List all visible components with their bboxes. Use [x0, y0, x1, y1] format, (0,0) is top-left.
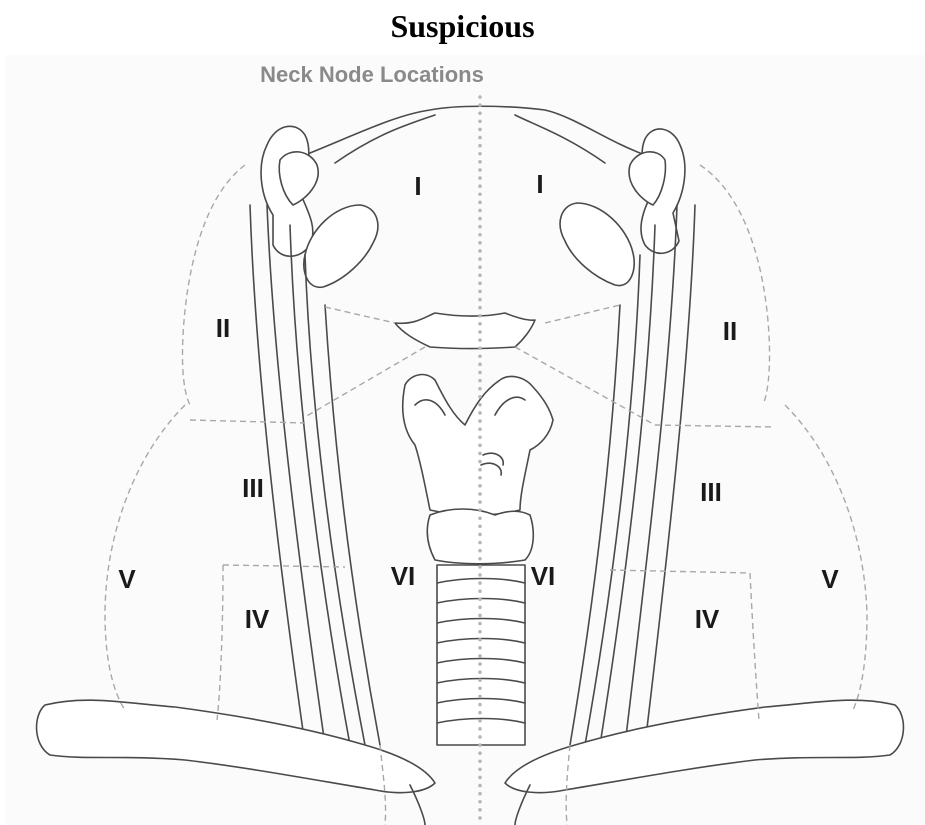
label-level-II-left: II [216, 313, 230, 343]
neck-node-diagram: Neck Node Locations [5, 55, 925, 825]
label-level-VI-left: VI [391, 561, 416, 591]
label-level-IV-left: IV [245, 604, 270, 634]
neck-anatomy-illustration: Neck Node Locations [5, 55, 925, 825]
label-level-III-left: III [242, 473, 264, 503]
label-level-I-left: I [414, 171, 421, 201]
thyroid-cartilage [403, 375, 553, 516]
right-clavicle [505, 700, 903, 792]
left-clavicle [37, 700, 435, 792]
page-heading: Suspicious [0, 8, 925, 45]
left-submandibular-gland [304, 205, 378, 287]
diagram-subtitle: Neck Node Locations [260, 62, 484, 87]
label-level-II-right: II [723, 316, 737, 346]
hyoid-bone [395, 313, 535, 349]
label-level-VI-right: VI [531, 561, 556, 591]
anatomy-line-art [37, 106, 904, 825]
label-level-V-left: V [118, 564, 136, 594]
label-level-IV-right: IV [695, 604, 720, 634]
label-level-III-right: III [700, 477, 722, 507]
label-level-V-right: V [821, 564, 839, 594]
label-level-I-right: I [536, 169, 543, 199]
right-submandibular-gland [560, 203, 634, 286]
